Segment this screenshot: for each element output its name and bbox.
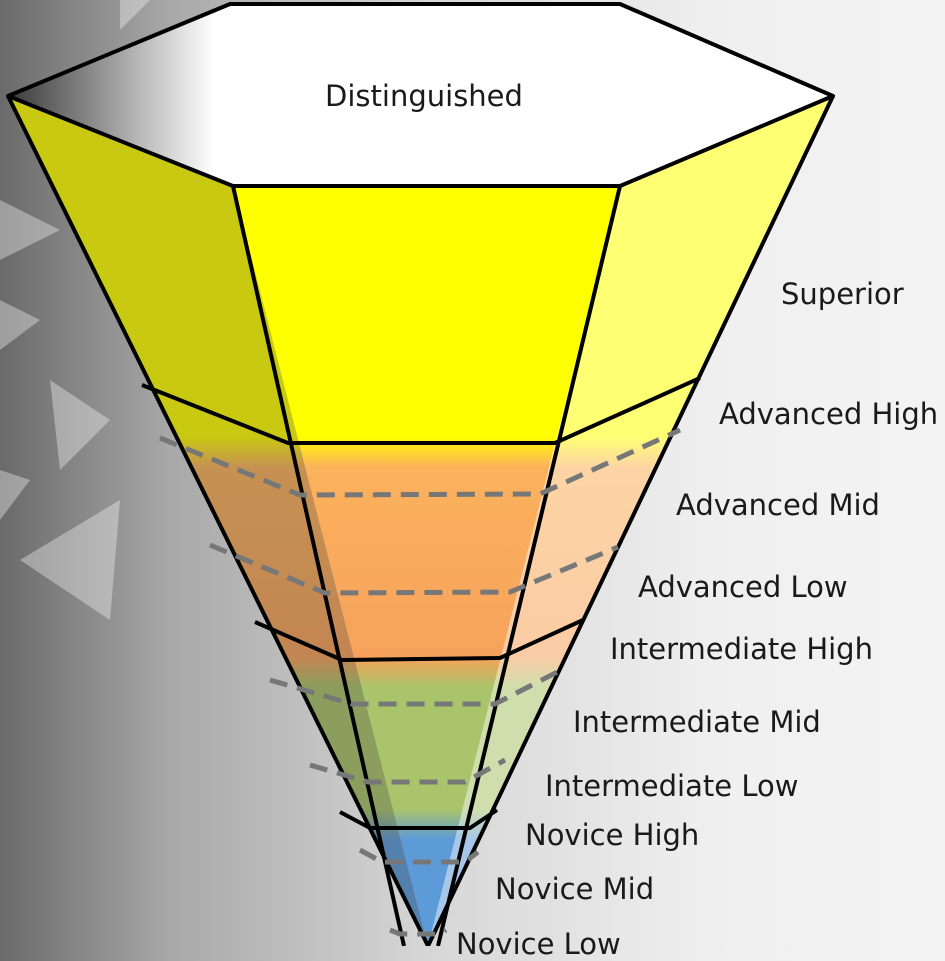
label-advanced-high: Advanced High [719,397,939,431]
label-advanced-mid: Advanced Mid [676,488,880,522]
label-distinguished: Distinguished [325,79,523,113]
label-advanced-low: Advanced Low [638,570,848,604]
label-novice-mid: Novice Mid [495,872,655,906]
cone-edges [6,95,835,946]
sublevel-dashed-lines [159,427,682,937]
background-arrows [0,0,150,620]
label-intermediate-high: Intermediate High [610,632,873,666]
major-level-boundaries [141,376,701,830]
label-novice-high: Novice High [525,818,700,852]
label-intermediate-low: Intermediate Low [545,769,799,803]
label-superior: Superior [781,277,904,311]
label-novice-low: Novice Low [456,927,621,961]
cone-front-face [233,186,620,946]
label-intermediate-mid: Intermediate Mid [573,705,821,739]
